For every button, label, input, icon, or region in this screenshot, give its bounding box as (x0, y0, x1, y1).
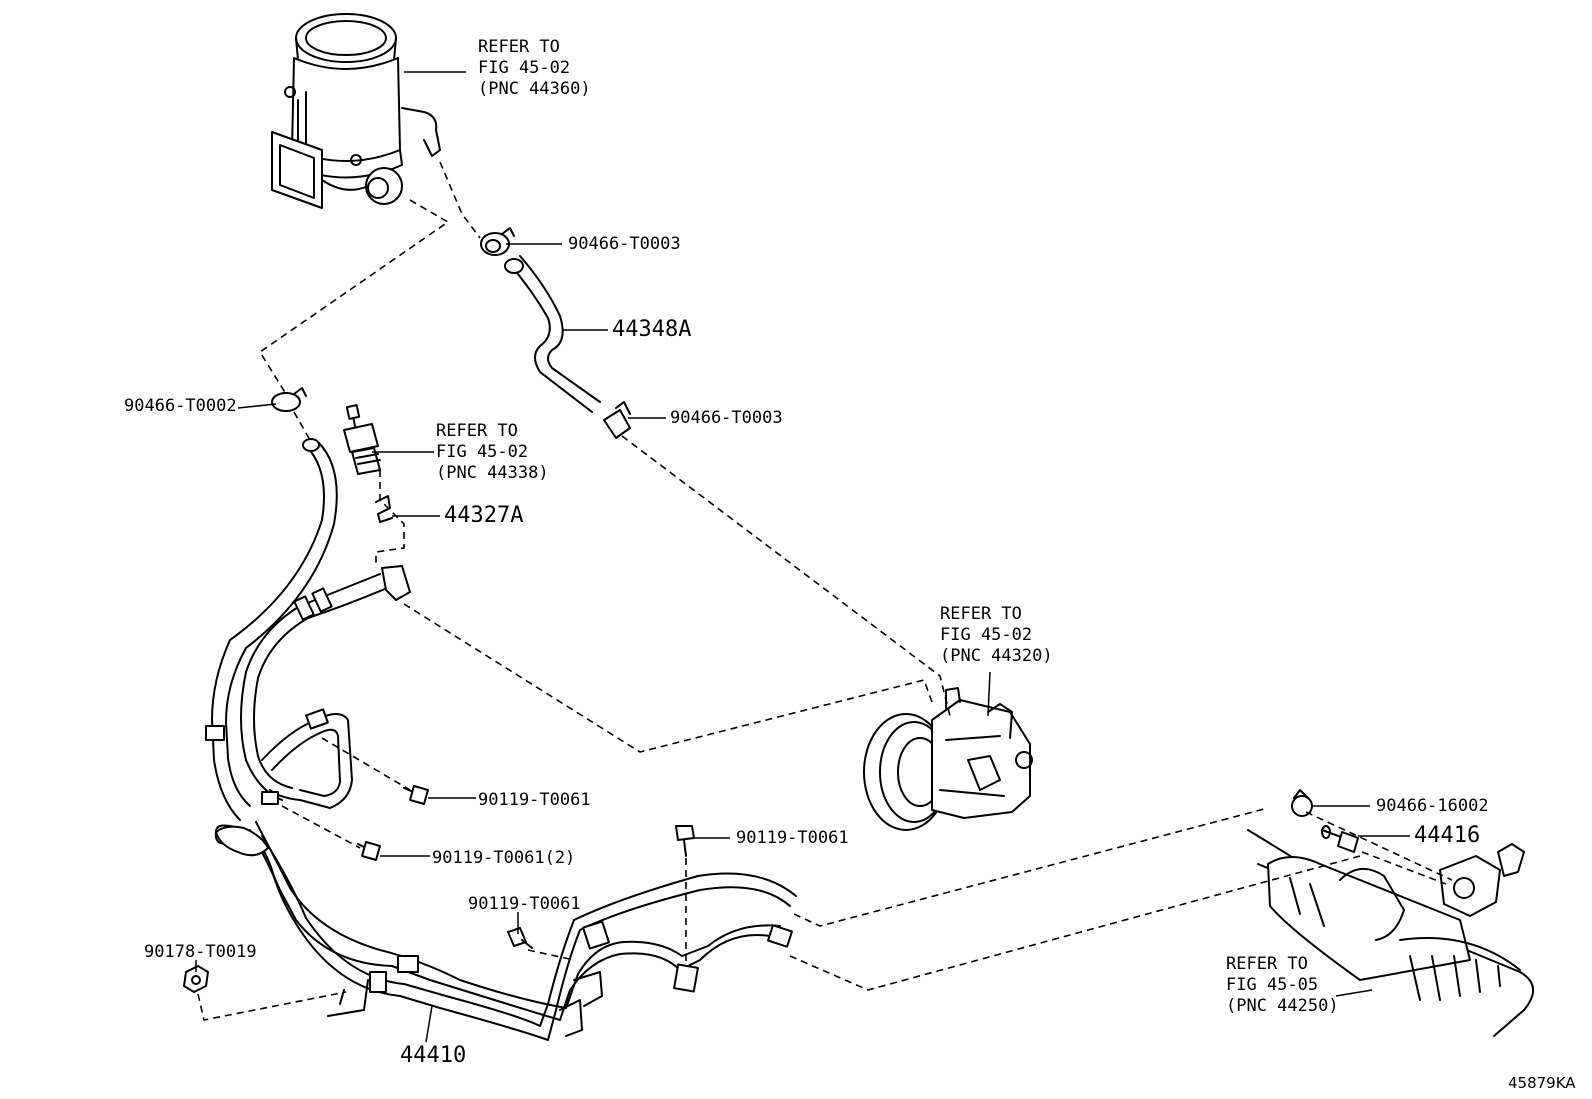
switch-ref-line1: REFER TO (436, 421, 518, 441)
reservoir-ref-line2: FIG 45-02 (478, 58, 571, 78)
pressure-switch-illustration (343, 404, 381, 475)
left-clamp-illustration (271, 387, 307, 412)
steering-gear-illustration (1247, 829, 1534, 1037)
part-label-clamp-left[interactable]: 90466-T0002 (124, 396, 237, 416)
pump-ref-line2: FIG 45-02 (940, 625, 1033, 645)
part-label-clamp-lower[interactable]: 90466-T0003 (670, 408, 783, 428)
part-label-clip[interactable]: 44327A (444, 503, 524, 528)
leader-lines (195, 71, 1410, 1043)
gear-ref-line2: FIG 45-05 (1226, 975, 1319, 995)
switch-ref-line2: FIG 45-02 (436, 442, 529, 462)
nut-illustration (183, 965, 209, 993)
pump-ref-line1: REFER TO (940, 604, 1022, 624)
bolt-c-illustration (675, 825, 695, 857)
pump-illustration (863, 687, 1033, 831)
bolt-b-illustration (357, 841, 381, 861)
upper-clamp-illustration (480, 227, 515, 256)
part-label-bolt-b[interactable]: 90119-T0061(2) (432, 848, 576, 868)
gear-ref-line1: REFER TO (1226, 954, 1308, 974)
gear-ref-line3: (PNC 44250) (1226, 996, 1339, 1016)
part-label-nut[interactable]: 90178-T0019 (144, 942, 257, 962)
part-label-bolt-d[interactable]: 90119-T0061 (468, 894, 581, 914)
part-label-tube-assy[interactable]: 44410 (400, 1043, 467, 1068)
part-label-hose-return[interactable]: 44348A (612, 317, 692, 342)
pump-ref-line3: (PNC 44320) (940, 646, 1053, 666)
part-label-bolt-a[interactable]: 90119-T0061 (478, 790, 591, 810)
bolt-a-illustration (403, 785, 429, 805)
switch-ref-line3: (PNC 44338) (436, 463, 549, 483)
dashed-relation-lines (197, 161, 1453, 1021)
part-label-clamp-rack[interactable]: 90466-16002 (1376, 796, 1489, 816)
clip-illustration (375, 495, 393, 523)
reservoir-tank-illustration (271, 13, 441, 209)
bolt-d-illustration (507, 927, 533, 949)
part-label-clamp-upper[interactable]: 90466-T0003 (568, 234, 681, 254)
reservoir-ref-line1: REFER TO (478, 37, 560, 57)
tube-assembly-illustration (205, 438, 797, 1041)
figure-code: 45879KA (1508, 1074, 1576, 1092)
lower-clamp-illustration (603, 401, 631, 439)
return-hose-illustration (504, 255, 601, 413)
union-illustration (1321, 825, 1359, 853)
reservoir-ref-line3: (PNC 44360) (478, 79, 591, 99)
part-label-union[interactable]: 44416 (1414, 823, 1481, 848)
part-label-bolt-c[interactable]: 90119-T0061 (736, 828, 849, 848)
rack-clamp-illustration (1291, 789, 1313, 817)
